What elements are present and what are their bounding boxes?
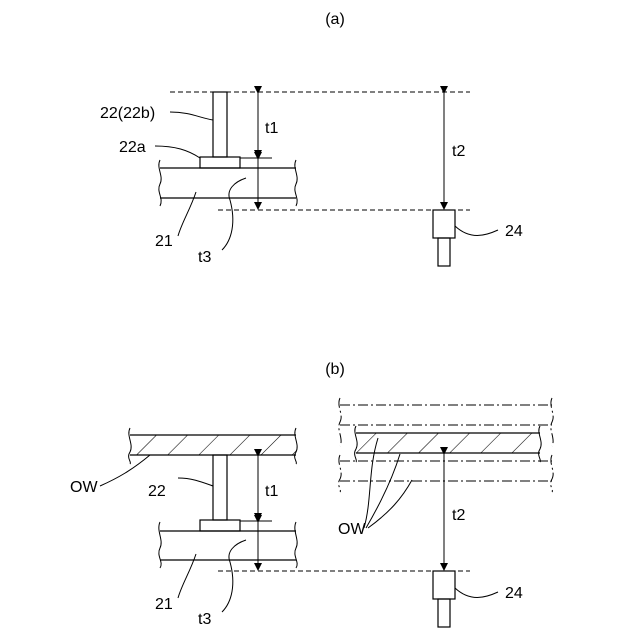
label-ow-right: OW [338, 521, 366, 538]
label-24-b: 24 [505, 585, 523, 602]
panel-b-caption: (b) [325, 361, 345, 378]
label-21-b: 21 [155, 596, 173, 613]
panel-b: (b) t1 [70, 361, 553, 628]
label-22a: 22a [119, 139, 146, 156]
panel-a-caption: (a) [325, 11, 345, 28]
leader-t3 [222, 178, 246, 250]
label-24: 24 [505, 223, 523, 240]
label-t3-b: t3 [198, 611, 211, 628]
leader-ow-left [100, 455, 150, 486]
pin-22 [213, 92, 227, 157]
label-22-22b: 22(22b) [100, 105, 155, 122]
leader-22a [155, 146, 200, 158]
leader-21 [178, 192, 196, 236]
base-plate-21-b [159, 522, 297, 568]
leader-24 [455, 226, 498, 236]
sensor-24-b [433, 571, 455, 627]
label-t3: t3 [198, 249, 211, 266]
leader-22-b [178, 478, 213, 486]
label-t2-b: t2 [452, 507, 465, 524]
label-t1-b: t1 [265, 483, 278, 500]
base-plate-21 [159, 160, 297, 206]
label-21: 21 [155, 233, 173, 250]
panel-a: (a) t1 t2 22(22b) [100, 11, 523, 266]
pin-22-b [213, 455, 227, 520]
leader-t3-b [222, 540, 246, 612]
label-t2: t2 [452, 143, 465, 160]
leader-22 [170, 112, 213, 120]
flange-b [200, 520, 240, 531]
sensor-24 [433, 210, 455, 266]
leader-24-b [455, 588, 498, 598]
label-ow-left: OW [70, 479, 98, 496]
label-t1: t1 [265, 120, 278, 137]
label-22-b: 22 [148, 483, 166, 500]
flange-22a [200, 157, 240, 168]
